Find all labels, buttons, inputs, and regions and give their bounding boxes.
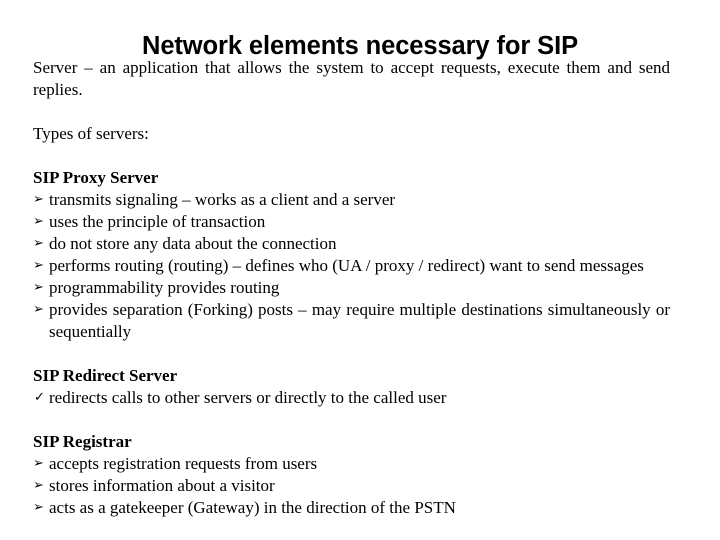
arrowhead-bullet-icon: ➢ [33, 258, 44, 273]
list-item: ➢ do not store any data about the connec… [33, 233, 670, 255]
arrowhead-bullet-icon: ➢ [33, 280, 44, 295]
list-item-label: accepts registration requests from users [49, 454, 318, 473]
list-item: ✓ redirects calls to other servers or di… [33, 387, 670, 409]
list-item: ➢ acts as a gatekeeper (Gateway) in the … [33, 497, 670, 519]
list-item-label: performs routing (routing) – defines who… [49, 256, 644, 275]
list-item-label: programmability provides routing [49, 278, 280, 297]
intro-paragraph: Server – an application that allows the … [33, 58, 670, 99]
section-heading: SIP Registrar [33, 432, 132, 451]
list-item-label: do not store any data about the connecti… [49, 234, 337, 253]
list-item: ➢ transmits signaling – works as a clien… [33, 189, 670, 211]
section-sip-redirect-server: SIP Redirect Server ✓ redirects calls to… [33, 365, 670, 409]
bullet-list: ➢ accepts registration requests from use… [33, 453, 670, 519]
list-item-label: uses the principle of transaction [49, 212, 266, 231]
list-item: ➢ stores information about a visitor [33, 475, 670, 497]
spacer [33, 409, 670, 431]
arrowhead-bullet-icon: ➢ [33, 500, 44, 515]
arrowhead-bullet-icon: ➢ [33, 478, 44, 493]
slide-body: Server – an application that allows the … [33, 57, 670, 519]
spacer [33, 343, 670, 365]
list-item-label: provides separation (Forking) posts – ma… [49, 300, 670, 341]
arrowhead-bullet-icon: ➢ [33, 214, 44, 229]
list-item-label: redirects calls to other servers or dire… [49, 388, 447, 407]
bullet-list: ✓ redirects calls to other servers or di… [33, 387, 670, 409]
spacer [33, 101, 670, 123]
list-item: ➢ uses the principle of transaction [33, 211, 670, 233]
section-sip-proxy-server: SIP Proxy Server ➢ transmits signaling –… [33, 167, 670, 343]
check-bullet-icon: ✓ [34, 390, 45, 405]
section-heading: SIP Redirect Server [33, 366, 178, 385]
list-item-label: transmits signaling – works as a client … [49, 190, 396, 209]
arrowhead-bullet-icon: ➢ [33, 236, 44, 251]
arrowhead-bullet-icon: ➢ [33, 192, 44, 207]
bullet-list: ➢ transmits signaling – works as a clien… [33, 189, 670, 343]
list-item: ➢ performs routing (routing) – defines w… [33, 255, 670, 277]
arrowhead-bullet-icon: ➢ [33, 302, 44, 317]
types-of-servers-label: Types of servers: [33, 124, 149, 143]
page-title: Network elements necessary for SIP [142, 32, 578, 61]
section-sip-registrar: SIP Registrar ➢ accepts registration req… [33, 431, 670, 519]
spacer [33, 145, 670, 167]
list-item: ➢ accepts registration requests from use… [33, 453, 670, 475]
list-item-label: stores information about a visitor [49, 476, 275, 495]
list-item: ➢ programmability provides routing [33, 277, 670, 299]
arrowhead-bullet-icon: ➢ [33, 456, 44, 471]
list-item: ➢ provides separation (Forking) posts – … [33, 299, 670, 343]
section-heading: SIP Proxy Server [33, 168, 159, 187]
list-item-label: acts as a gatekeeper (Gateway) in the di… [49, 498, 456, 517]
